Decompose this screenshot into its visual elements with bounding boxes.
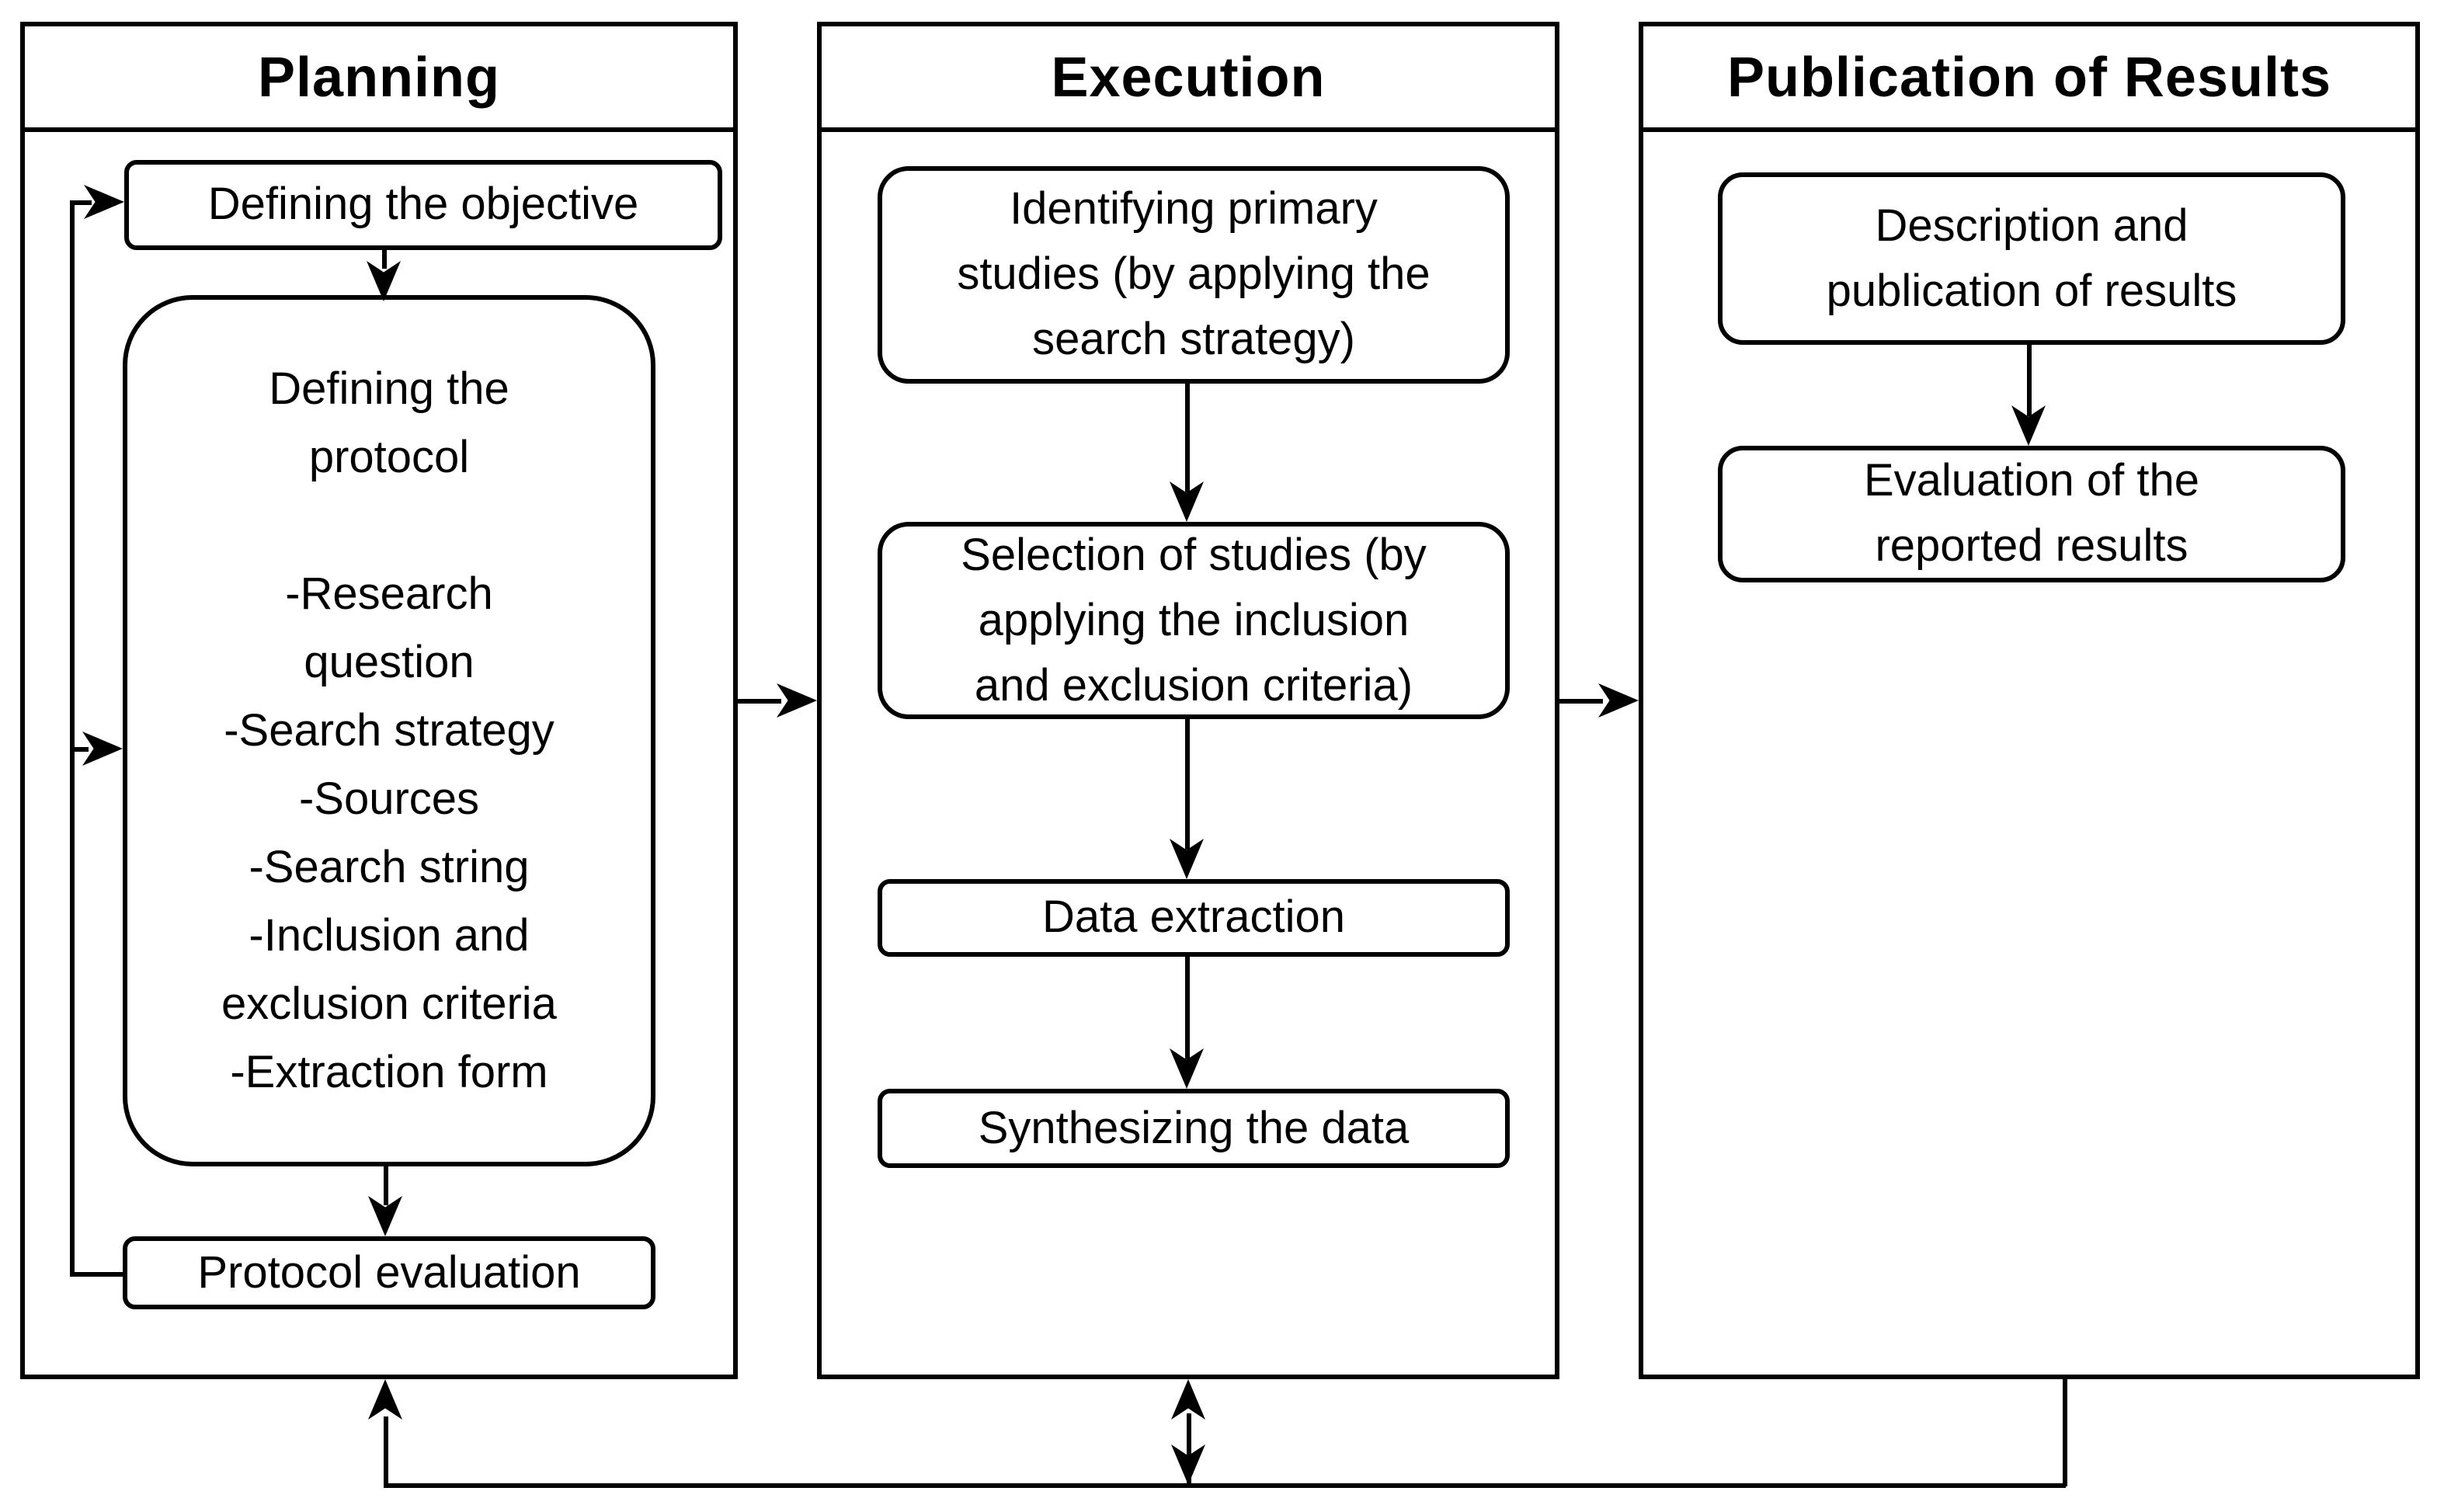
arrowhead-feedback-to-planning	[368, 1379, 402, 1420]
feedback-to-planning-shaft	[384, 1416, 388, 1486]
feedback-to-protocol-line	[70, 747, 89, 751]
publication-title: Publication of Results	[1643, 26, 2415, 132]
arrow-planning-to-execution-shaft	[738, 699, 781, 703]
feedback-execution-double-arrow-shaft	[1187, 1413, 1191, 1486]
data-extraction-label: Data extraction	[1041, 893, 1346, 943]
defining-protocol-label: Defining the protocol -Research question…	[221, 364, 557, 1097]
selection-of-studies-box: Selection of studies (by applying the in…	[878, 522, 1510, 719]
synthesizing-data-box: Synthesizing the data	[878, 1089, 1510, 1168]
identifying-primary-studies-label: Identifying primary studies (by applying…	[957, 185, 1431, 365]
evaluation-reported-results-label: Evaluation of the reported results	[1863, 457, 2200, 572]
execution-title: Execution	[822, 26, 1555, 132]
protocol-evaluation-box: Protocol evaluation	[123, 1236, 655, 1309]
arrow-identify-to-selection-shaft	[1185, 384, 1189, 492]
defining-objective-label: Defining the objective	[207, 180, 639, 230]
publication-to-feedback-connector	[2063, 1379, 2067, 1486]
synthesizing-data-label: Synthesizing the data	[978, 1104, 1410, 1153]
arrow-objective-to-protocol-shaft	[382, 250, 386, 269]
feedback-to-objective-line	[70, 200, 92, 204]
identifying-primary-studies-box: Identifying primary studies (by applying…	[878, 166, 1510, 384]
selection-of-studies-label: Selection of studies (by applying the in…	[961, 530, 1427, 711]
arrow-execution-to-publication-shaft	[1559, 699, 1603, 703]
arrow-extraction-to-synthesis-shaft	[1185, 957, 1189, 1059]
bottom-feedback-line	[384, 1483, 2066, 1487]
defining-objective-box: Defining the objective	[124, 160, 722, 250]
feedback-vertical-line	[70, 200, 74, 1275]
defining-protocol-box: Defining the protocol -Research question…	[123, 295, 655, 1166]
arrow-selection-to-extraction-shaft	[1185, 719, 1189, 850]
arrow-description-to-evaluation-shaft	[2027, 345, 2031, 416]
data-extraction-box: Data extraction	[878, 879, 1510, 957]
arrow-protocol-to-evaluation-shaft	[384, 1166, 388, 1205]
protocol-evaluation-label: Protocol evaluation	[197, 1248, 581, 1298]
description-publication-label: Description and publication of results	[1826, 201, 2237, 316]
description-publication-box: Description and publication of results	[1718, 172, 2345, 345]
arrowhead-planning-to-execution	[777, 683, 817, 718]
evaluation-reported-results-box: Evaluation of the reported results	[1718, 446, 2345, 582]
arrowhead-execution-to-publication	[1598, 683, 1639, 718]
planning-title: Planning	[25, 26, 733, 132]
feedback-evaluation-stub-line	[70, 1272, 123, 1276]
